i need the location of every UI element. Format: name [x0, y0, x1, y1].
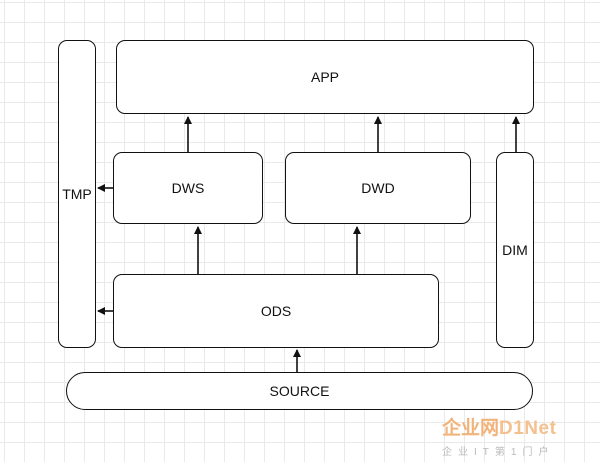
watermark-subtitle: 企业IT第1门户: [442, 447, 555, 458]
node-app: APP: [116, 40, 534, 114]
node-ods-label: ODS: [260, 303, 292, 319]
watermark-brand: 企业网D1Net: [442, 418, 556, 440]
watermark-logo: 企业网D1Net 企业IT第1门户: [442, 418, 596, 462]
node-dwd: DWD: [285, 152, 471, 224]
watermark-brand-cn: 企业网: [442, 418, 500, 439]
node-source: SOURCE: [66, 372, 533, 410]
node-dwd-label: DWD: [361, 180, 395, 196]
node-dws-label: DWS: [171, 180, 205, 196]
node-app-label: APP: [310, 69, 339, 85]
node-dws: DWS: [113, 152, 263, 224]
node-tmp: TMP: [58, 40, 96, 348]
node-dim: DIM: [496, 152, 534, 348]
node-tmp-label: TMP: [62, 186, 92, 202]
node-ods: ODS: [113, 274, 439, 348]
node-source-label: SOURCE: [269, 383, 330, 399]
watermark-brand-latin: D1Net: [499, 418, 557, 439]
node-dim-label: DIM: [502, 242, 528, 258]
